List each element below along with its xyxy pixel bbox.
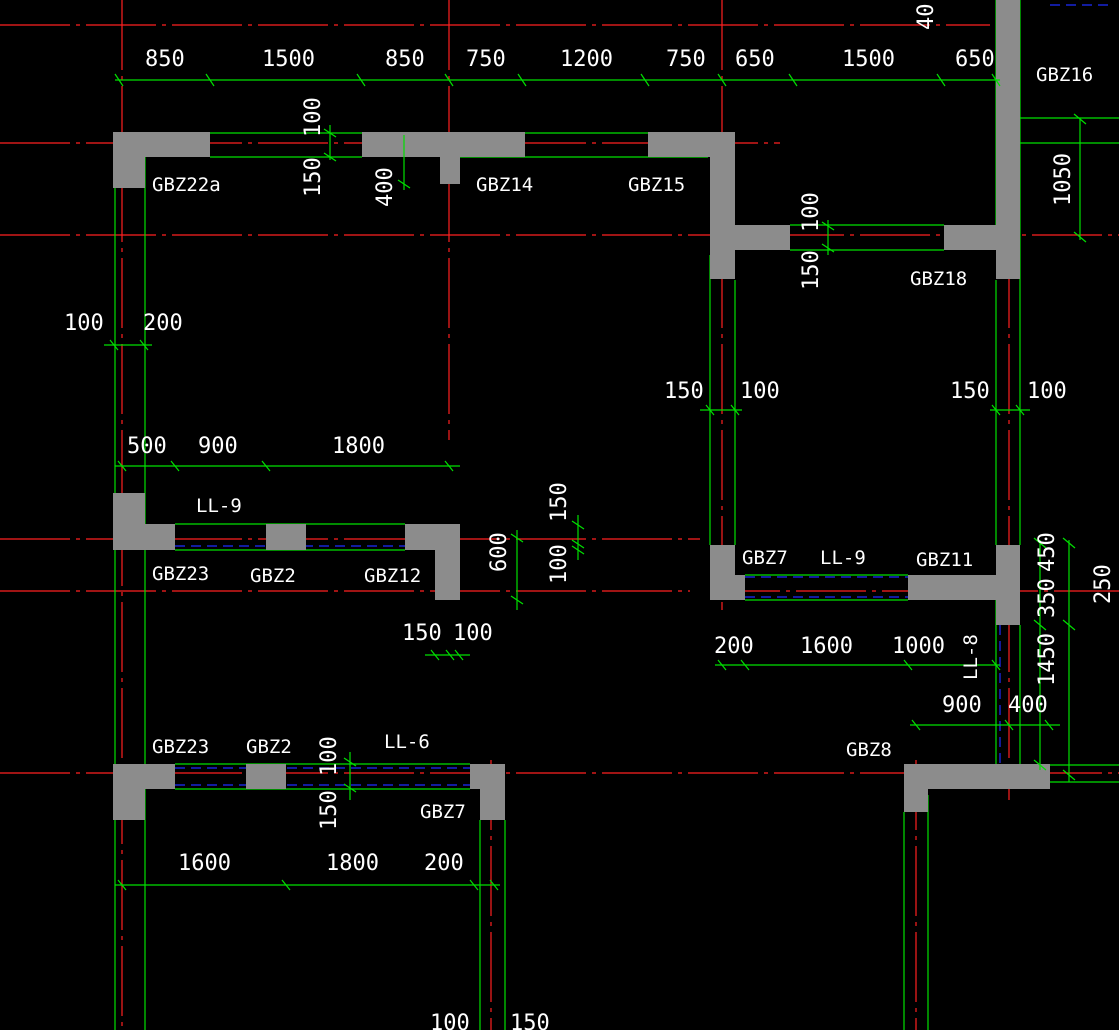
dim-label: 1800 <box>332 434 385 459</box>
wall-lines <box>114 0 1119 1030</box>
dim-label: 650 <box>955 47 995 72</box>
dim-label: 100 <box>317 736 342 776</box>
dim-label: 400 <box>373 167 398 207</box>
label-gbz7-right: GBZ7 <box>742 547 788 569</box>
dim-label: 850 <box>145 47 185 72</box>
label-gbz23-mid: GBZ23 <box>152 563 209 585</box>
dim-label: 100 <box>301 97 326 137</box>
component-labels: GBZ22a GBZ14 GBZ15 GBZ16 GBZ18 LL-9 GBZ2… <box>152 64 1093 823</box>
label-gbz14: GBZ14 <box>476 174 533 196</box>
dim-label: 100 <box>799 192 824 232</box>
column-gbz2-bot <box>246 764 286 789</box>
dim-label: 100 <box>1027 379 1067 404</box>
dim-label: 40 <box>914 4 939 31</box>
label-gbz18: GBZ18 <box>910 268 967 290</box>
column-gbz16 <box>996 0 1020 143</box>
dim-label: 1600 <box>178 851 231 876</box>
label-gbz2-mid: GBZ2 <box>250 565 296 587</box>
column-gbz7-bot <box>470 764 505 820</box>
column-gbz23-bot <box>113 764 175 820</box>
dim-label: 200 <box>424 851 464 876</box>
dim-label: 250 <box>1091 564 1116 604</box>
label-gbz7-bot: GBZ7 <box>420 801 466 823</box>
label-gbz2-bot: GBZ2 <box>246 736 292 758</box>
dim-label: 900 <box>198 434 238 459</box>
label-gbz11: GBZ11 <box>916 549 973 571</box>
dim-label: 100 <box>64 311 104 336</box>
dim-label: 500 <box>127 434 167 459</box>
dim-label: 200 <box>714 634 754 659</box>
dim-label: 850 <box>385 47 425 72</box>
dim-label: 100 <box>430 1011 470 1030</box>
label-ll9-right: LL-9 <box>820 547 866 569</box>
dim-label: 150 <box>547 482 572 522</box>
dim-label: 750 <box>466 47 506 72</box>
dim-label: 1500 <box>842 47 895 72</box>
dim-label: 150 <box>402 621 442 646</box>
dim-label: 1000 <box>892 634 945 659</box>
column-gbz14 <box>362 132 525 184</box>
label-gbz22a: GBZ22a <box>152 174 221 196</box>
dim-label: 100 <box>547 544 572 584</box>
column-gbz15 <box>648 132 790 279</box>
label-ll9-left: LL-9 <box>196 495 242 517</box>
dim-label: 1050 <box>1051 153 1076 206</box>
label-ll6: LL-6 <box>384 731 430 753</box>
column-gbz7-right <box>710 545 745 600</box>
dim-label: 150 <box>664 379 704 404</box>
dim-label: 1500 <box>262 47 315 72</box>
dim-label: 350 <box>1035 578 1060 618</box>
label-gbz23-bot: GBZ23 <box>152 736 209 758</box>
dim-label: 150 <box>317 790 342 830</box>
dim-label: 650 <box>735 47 775 72</box>
dimension-lines <box>104 73 1087 891</box>
column-gbz22a <box>113 132 210 188</box>
column-gbz2-mid <box>266 524 306 550</box>
dim-label: 1450 <box>1035 633 1060 686</box>
dim-label: 150 <box>510 1011 550 1030</box>
dim-label: 1200 <box>560 47 613 72</box>
dim-label: 150 <box>799 250 824 290</box>
label-gbz15: GBZ15 <box>628 174 685 196</box>
dim-label: 450 <box>1035 532 1060 572</box>
column-gbz23-mid <box>113 493 175 550</box>
dim-label: 400 <box>1008 693 1048 718</box>
label-gbz8: GBZ8 <box>846 739 892 761</box>
dim-label: 200 <box>143 311 183 336</box>
column-gbz11 <box>908 545 1020 625</box>
dim-label: 100 <box>453 621 493 646</box>
dim-label: 150 <box>301 157 326 197</box>
dim-label: 1800 <box>326 851 379 876</box>
dim-label: 900 <box>942 693 982 718</box>
columns <box>113 0 1050 820</box>
dim-label: 600 <box>487 532 512 572</box>
dim-label: 1600 <box>800 634 853 659</box>
column-gbz8 <box>904 764 1050 812</box>
dim-label: 750 <box>666 47 706 72</box>
dimension-labels: 850 1500 850 750 1200 750 650 1500 650 1… <box>64 4 1116 1030</box>
label-ll8: LL-8 <box>960 634 982 680</box>
dim-label: 150 <box>950 379 990 404</box>
column-gbz12 <box>405 524 460 600</box>
label-gbz12: GBZ12 <box>364 565 421 587</box>
dim-label: 100 <box>740 379 780 404</box>
label-gbz16: GBZ16 <box>1036 64 1093 86</box>
